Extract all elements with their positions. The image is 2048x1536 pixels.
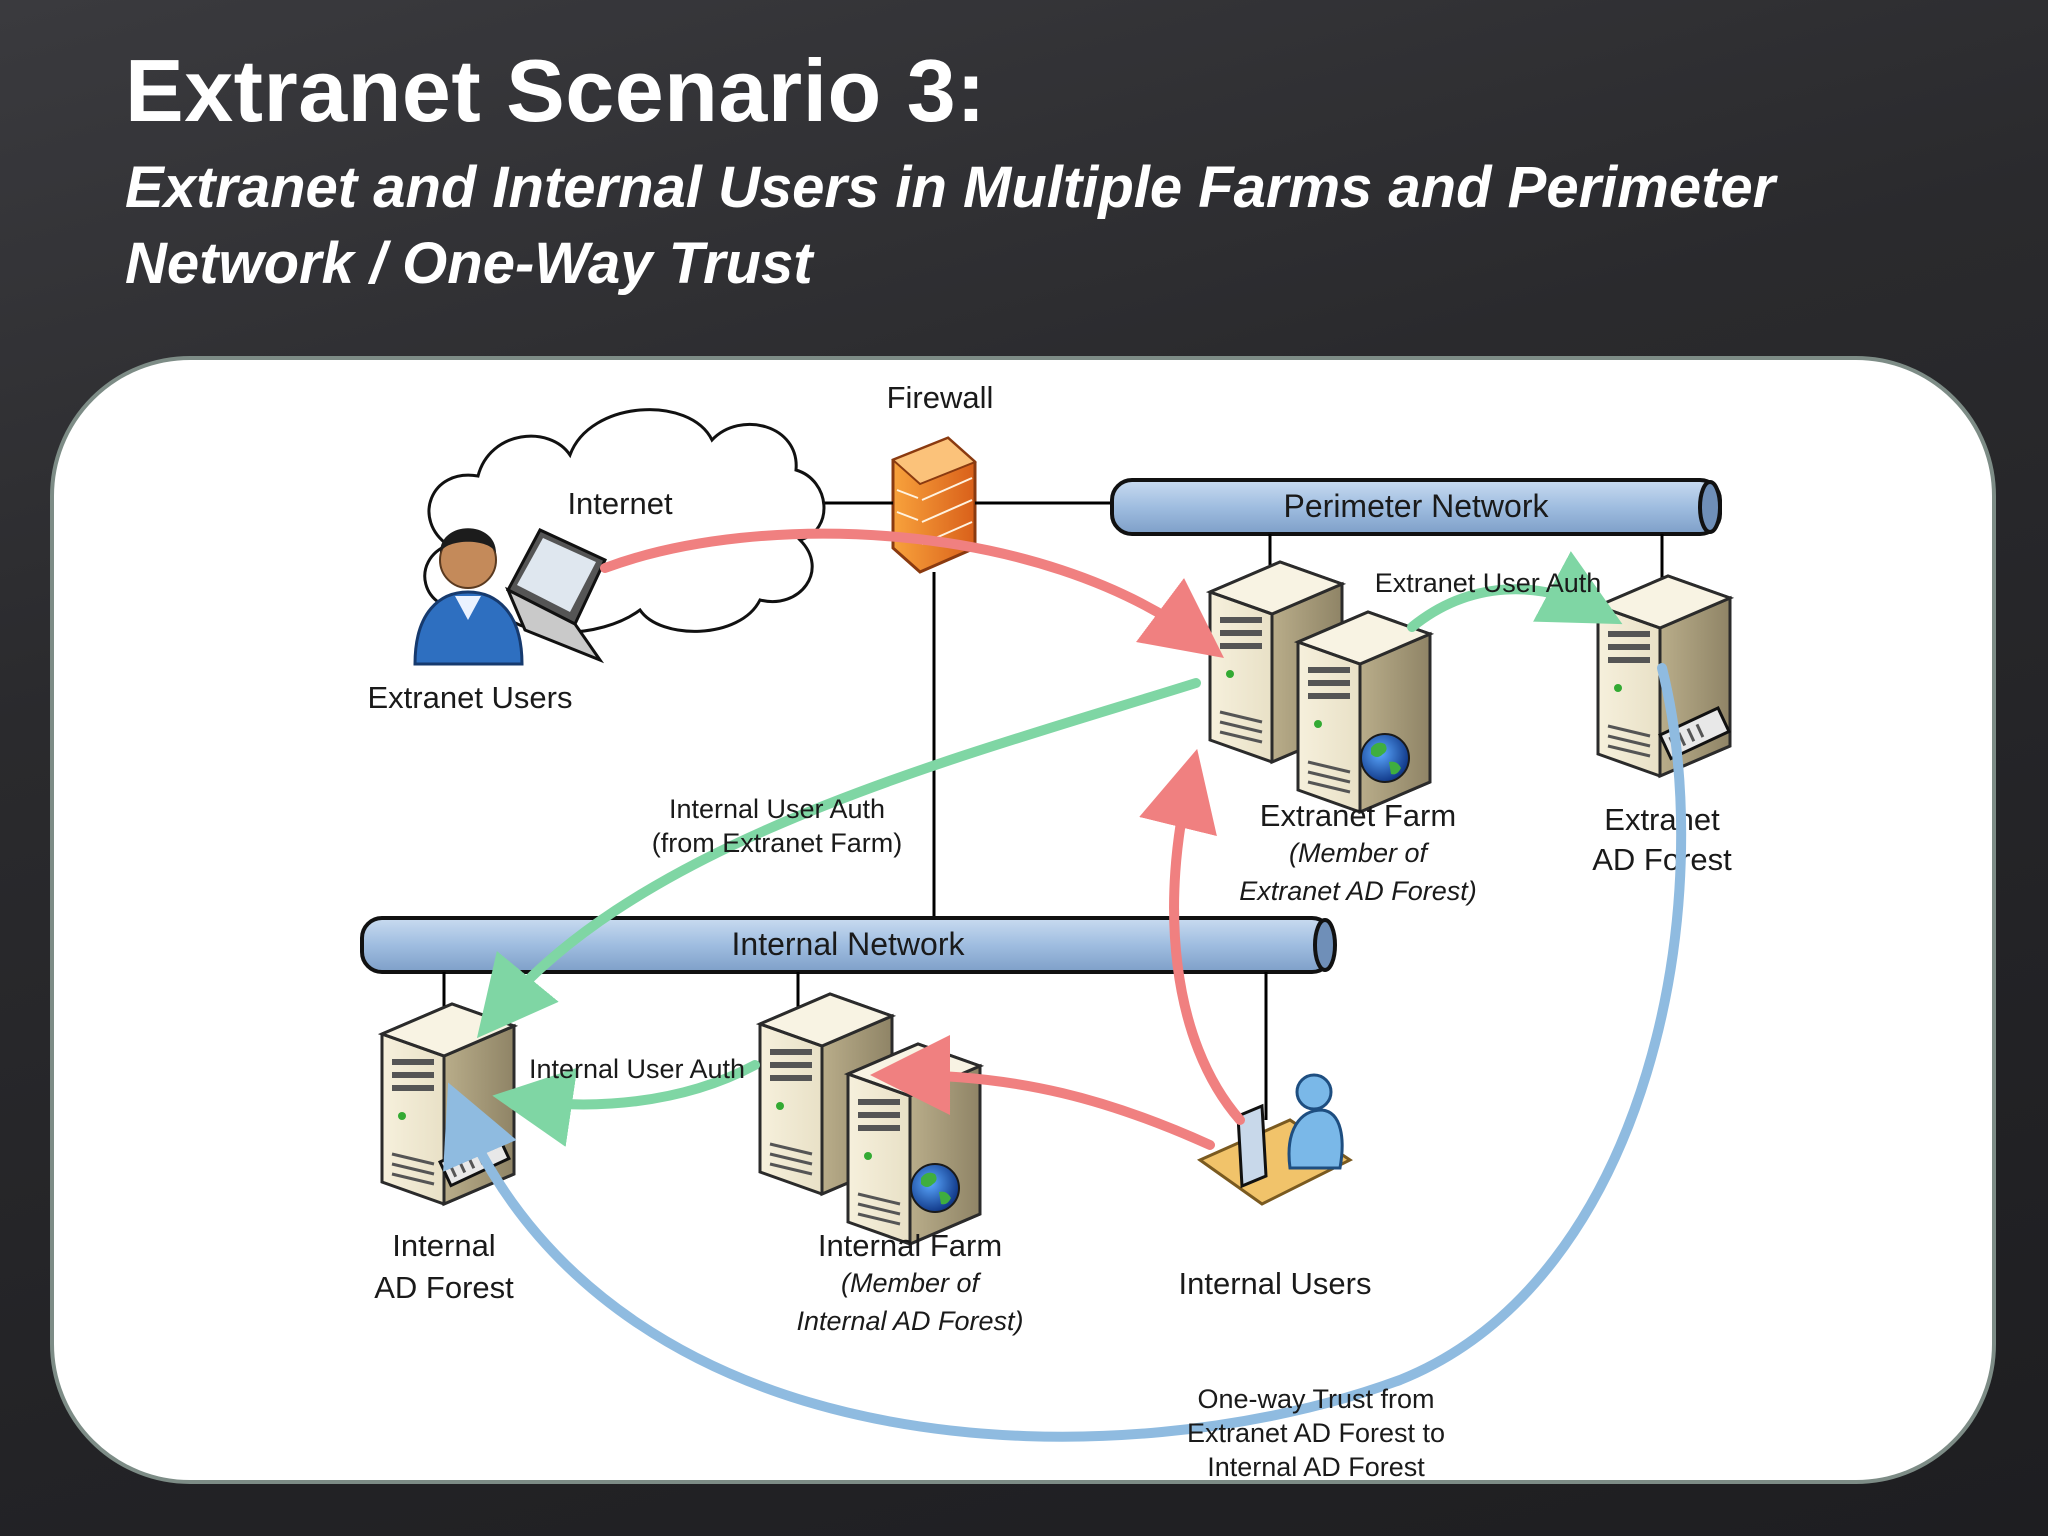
internal-farm-label: Internal Farm bbox=[818, 1228, 1002, 1263]
extranet-ad-forest-label-1: Extranet bbox=[1604, 802, 1720, 837]
internal-user-to-extranet-farm-flow bbox=[1139, 748, 1245, 1125]
subtitle-line-2: Network / One-Way Trust bbox=[125, 231, 813, 296]
extranet-ad-forest-label-2: AD Forest bbox=[1592, 842, 1732, 877]
trust-label-2: Extranet AD Forest to bbox=[1187, 1418, 1445, 1448]
internal-farm-note-2: Internal AD Forest) bbox=[796, 1306, 1023, 1336]
extranet-user-auth-flow bbox=[1407, 551, 1623, 632]
internal-ad-forest-label-1: Internal bbox=[392, 1228, 495, 1263]
internal-user-to-internal-farm-flow bbox=[870, 1035, 1215, 1150]
extranet-farm-label: Extranet Farm bbox=[1260, 798, 1456, 833]
extranet-access-flow bbox=[600, 528, 1225, 658]
internal-users-label: Internal Users bbox=[1179, 1266, 1372, 1301]
extranet-user-icon bbox=[413, 528, 524, 666]
internal-user-auth-from-farm-flow bbox=[476, 678, 1201, 1039]
laptop-icon bbox=[505, 528, 607, 664]
internal-network-bar bbox=[360, 916, 1337, 974]
internet-label: Internet bbox=[567, 486, 673, 521]
internal-user-auth-from-farm-label-1: Internal User Auth bbox=[669, 794, 885, 824]
internal-user-auth-label: Internal User Auth bbox=[529, 1054, 745, 1084]
one-way-trust-flow bbox=[443, 663, 1687, 1442]
internal-user-auth-flow bbox=[492, 1060, 760, 1147]
subtitle-line-1: Extranet and Internal Users in Multiple … bbox=[125, 155, 1776, 220]
internal-user-auth-from-farm-label-2: (from Extranet Farm) bbox=[652, 828, 903, 858]
trust-label-3: Internal AD Forest bbox=[1207, 1452, 1425, 1482]
perimeter-network-label: Perimeter Network bbox=[1284, 488, 1550, 524]
internal-farm-note-1: (Member of bbox=[841, 1268, 982, 1298]
internal-ad-forest-label-2: AD Forest bbox=[374, 1270, 514, 1305]
extranet-farm-server-icon bbox=[1208, 560, 1432, 814]
extranet-farm-note-2: Extranet AD Forest) bbox=[1239, 876, 1477, 906]
perimeter-network-bar bbox=[1110, 478, 1722, 536]
slide-subtitle: Extranet and Internal Users in Multiple … bbox=[125, 150, 2005, 302]
extranet-users-label: Extranet Users bbox=[367, 680, 572, 715]
firewall-label: Firewall bbox=[887, 380, 994, 415]
trust-label-1: One-way Trust from bbox=[1197, 1384, 1434, 1414]
extranet-user-auth-label: Extranet User Auth bbox=[1375, 568, 1602, 598]
slide-title: Extranet Scenario 3: bbox=[125, 41, 986, 140]
internal-farm-server-icon bbox=[758, 992, 982, 1246]
extranet-farm-note-1: (Member of bbox=[1289, 838, 1430, 868]
internal-network-label: Internal Network bbox=[732, 926, 966, 962]
firewall-icon bbox=[891, 436, 977, 574]
internal-user-icon bbox=[1196, 1073, 1353, 1206]
